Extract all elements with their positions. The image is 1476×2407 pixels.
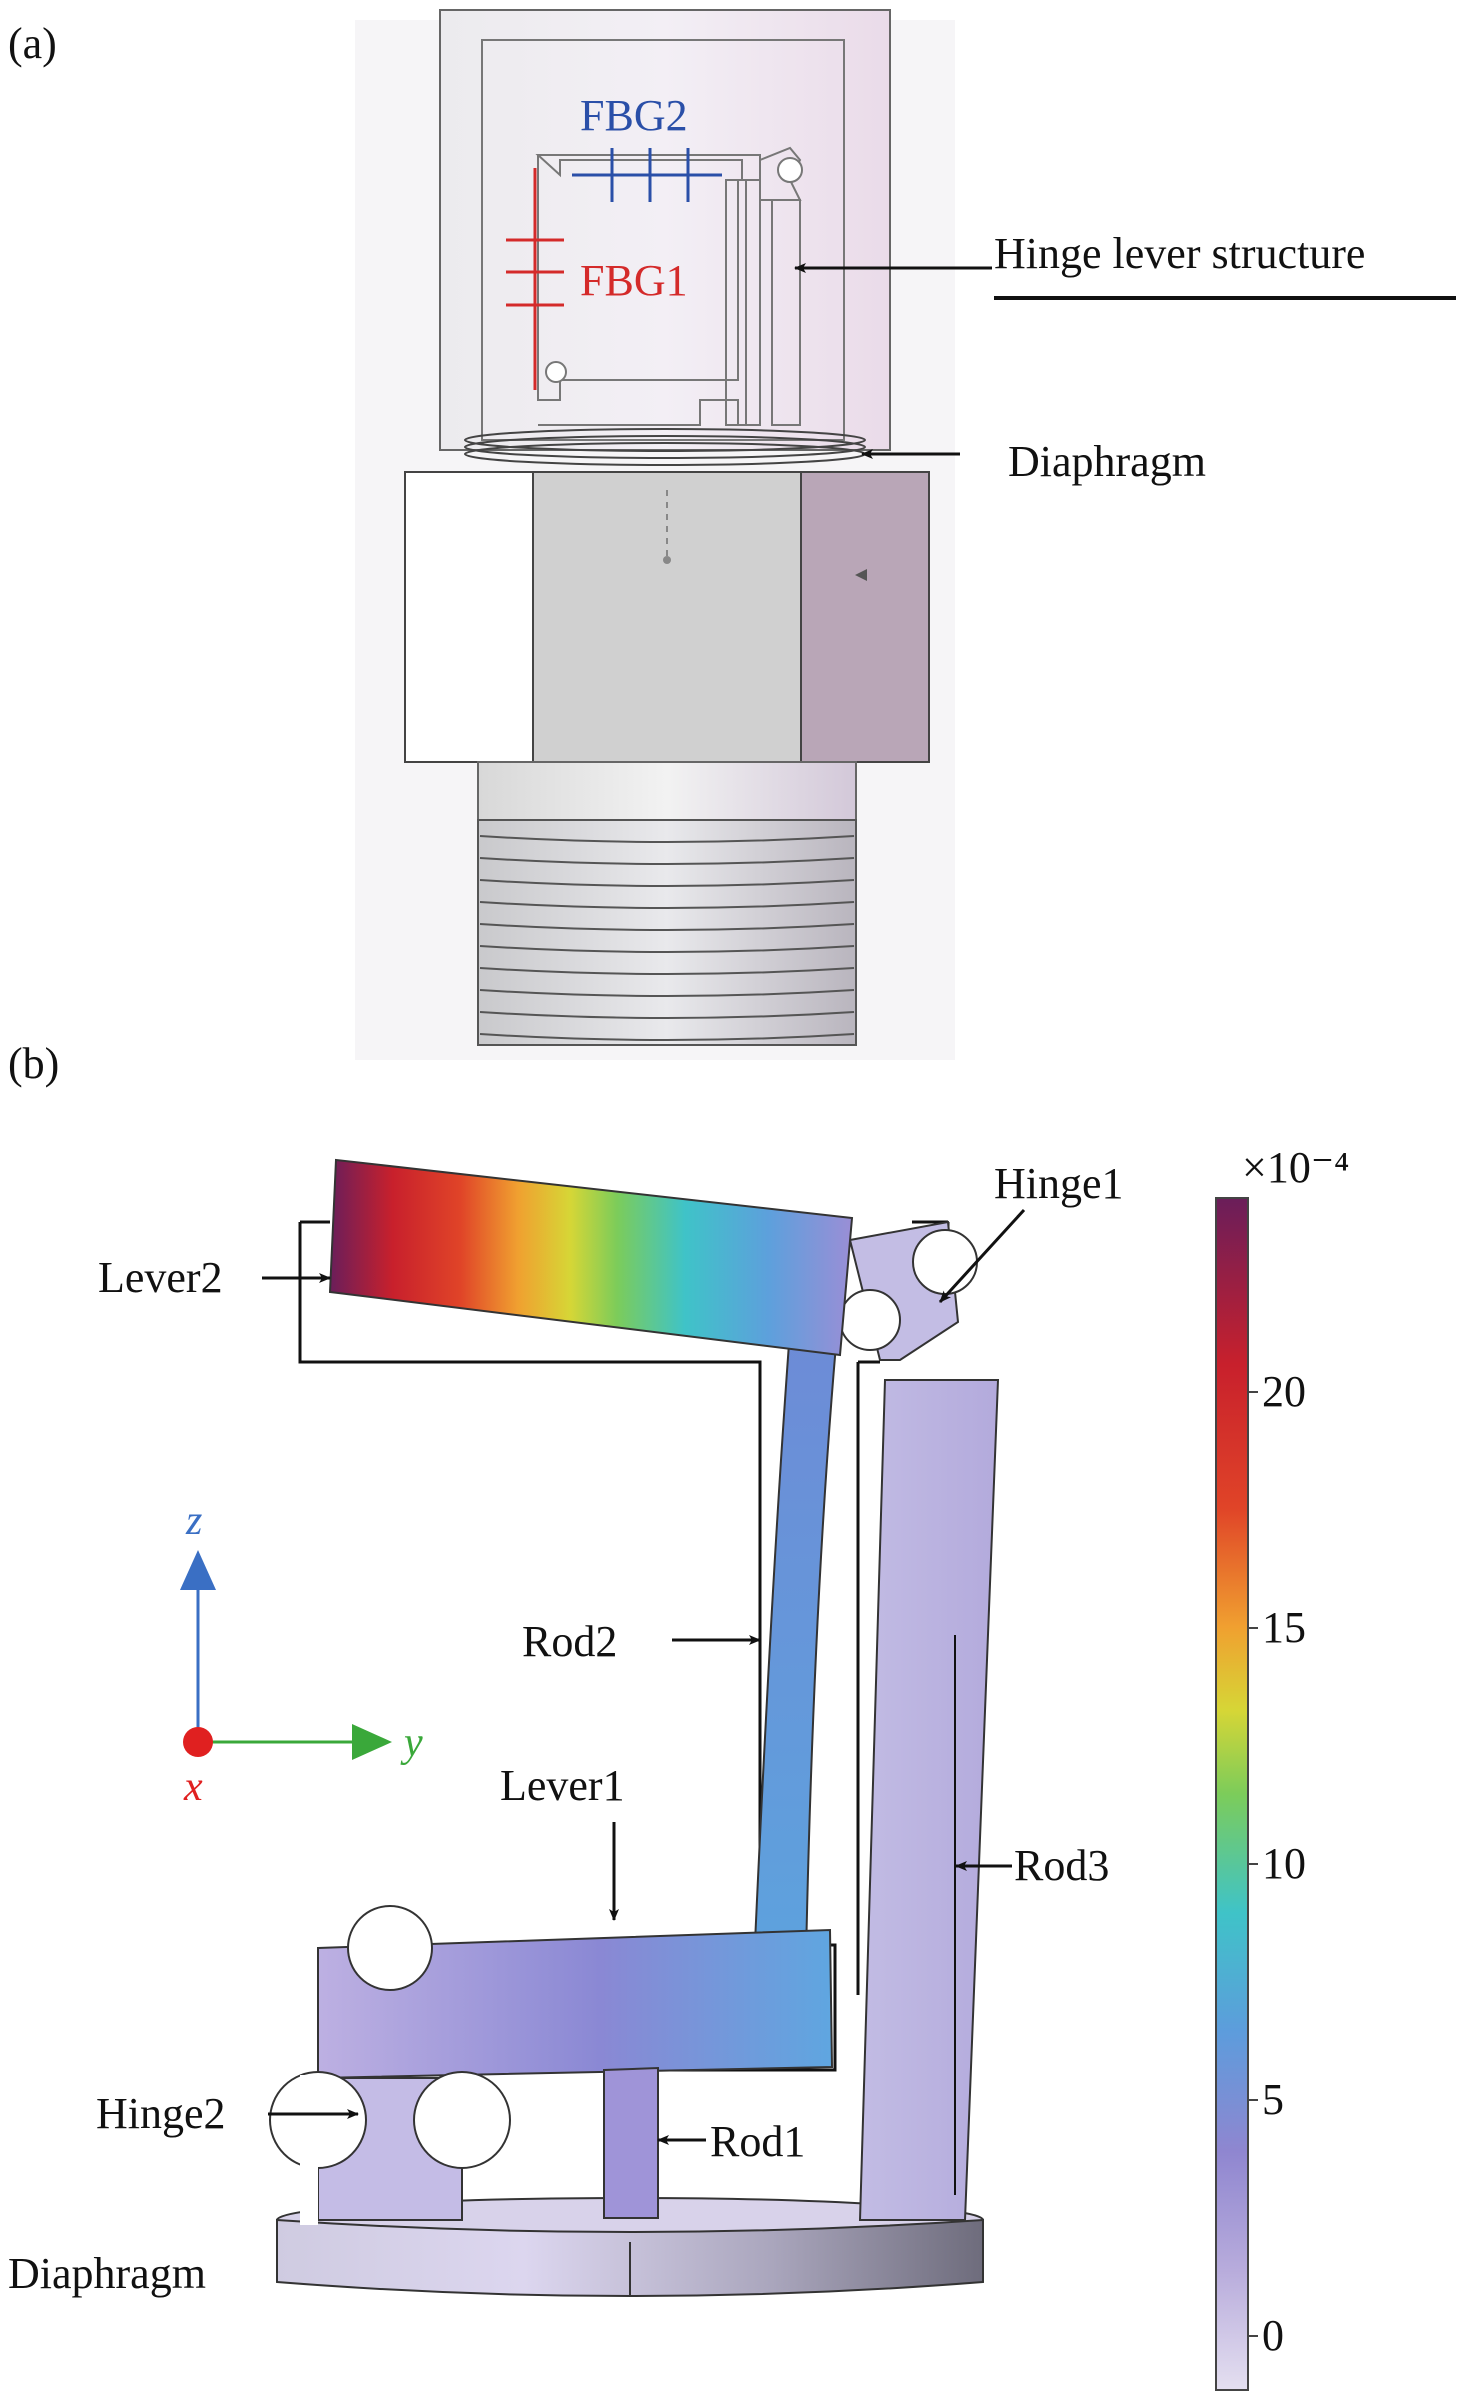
thread-line: [479, 967, 855, 975]
rod2-label: Rod2: [522, 1617, 617, 1666]
hinge-lever-rod: [725, 179, 747, 426]
colorbar-tick-10: 10: [1262, 1839, 1306, 1888]
thread-line: [479, 989, 855, 997]
fbg2-label: FBG2: [580, 91, 688, 140]
hinge1-label: Hinge1: [994, 1159, 1124, 1208]
panel-a-label: (a): [8, 19, 57, 68]
fbg1-label: FBG1: [580, 256, 688, 305]
z-axis-label: z: [185, 1498, 202, 1544]
hinge-lever-rod3: [771, 199, 801, 426]
hinge-circle: [545, 361, 567, 383]
colorbar: ×10⁻⁴ 20 15 10 5 0: [1215, 1143, 1349, 2391]
hex-marker: [855, 569, 867, 581]
colorbar-bar: [1215, 1197, 1249, 2391]
sensor-cap-inner: [481, 39, 845, 441]
hinge1-arrow: [938, 1208, 1026, 1304]
thread-line: [479, 1011, 855, 1019]
diaphragm-b-label: Diaphragm: [8, 2249, 206, 2298]
colorbar-tick-20: 20: [1262, 1367, 1306, 1416]
colorbar-tick-5: 5: [1262, 2075, 1284, 2124]
hinge1-notch-top: [912, 1229, 978, 1295]
sensor-neck: [477, 761, 857, 821]
axis-triad: z y x: [180, 1498, 423, 1810]
thread-line: [479, 923, 855, 931]
thread-line: [479, 901, 855, 909]
rod2-body: [750, 1298, 842, 2011]
hinge2-notch-right: [413, 2071, 511, 2169]
thread-line: [479, 1033, 855, 1041]
hex-center-dot: [663, 556, 671, 564]
hex-face-right: [800, 471, 930, 763]
x-axis-label: x: [183, 1764, 203, 1810]
rod1-body: [603, 2066, 659, 2219]
lever1-label: Lever1: [500, 1761, 625, 1810]
y-axis-head: [352, 1724, 392, 1760]
hinge-lever-label: Hinge lever structure: [994, 229, 1365, 278]
colorbar-tick-0: 0: [1262, 2311, 1284, 2360]
lever2-body: [328, 1158, 854, 1357]
diaphragm-a-label: Diaphragm: [1008, 437, 1206, 486]
hinge1-notch-bottom: [839, 1289, 901, 1351]
lever2-label: Lever2: [98, 1253, 223, 1302]
rod3-label: Rod3: [1014, 1841, 1109, 1890]
rod3-body: [858, 1379, 1000, 2221]
thread-line: [479, 857, 855, 865]
sensor-cap: [439, 9, 891, 451]
fem-model: [269, 1158, 1000, 2297]
thread-line: [479, 879, 855, 887]
colorbar-multiplier: ×10⁻⁴: [1242, 1143, 1349, 1192]
sensor-thread: [477, 819, 857, 1046]
hinge2-mask-left: [300, 2075, 318, 2225]
hex-face-left: [404, 471, 534, 763]
hinge2-label: Hinge2: [96, 2089, 226, 2138]
colorbar-tick-15: 15: [1262, 1603, 1306, 1652]
hinge-lever-outline-body: [537, 155, 761, 426]
lever1-notch-top: [347, 1905, 433, 1991]
rod1-label: Rod1: [710, 2117, 805, 2166]
thread-line: [479, 835, 855, 843]
thread-line: [479, 945, 855, 953]
y-axis-label: y: [400, 1720, 423, 1766]
sensor-assembly-drawing: FBG2 FBG1: [355, 9, 955, 1060]
x-axis-dot: [183, 1727, 213, 1757]
hinge-circle-top: [777, 157, 803, 183]
panel-b-label: (b): [8, 1039, 59, 1088]
colorbar-ticks: [1248, 1391, 1258, 2337]
lever1-body: [317, 1928, 834, 2080]
thread-lines: [479, 835, 855, 1041]
z-axis-head: [180, 1550, 216, 1590]
